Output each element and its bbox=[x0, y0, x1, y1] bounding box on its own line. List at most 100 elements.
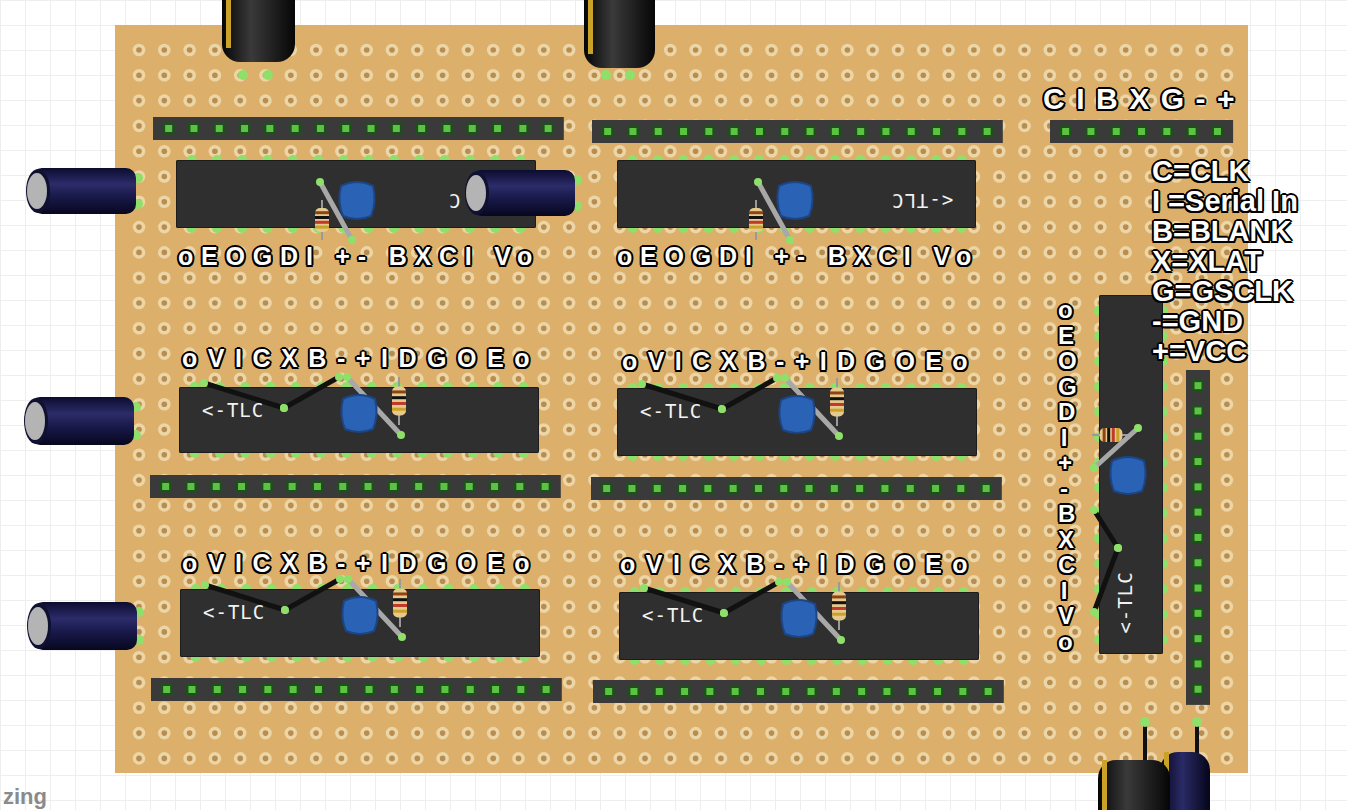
hole bbox=[617, 351, 623, 357]
hole bbox=[819, 528, 825, 534]
hole bbox=[794, 326, 800, 332]
solder-pad bbox=[538, 44, 551, 57]
hole bbox=[389, 376, 395, 382]
solder-pad bbox=[715, 499, 728, 512]
hole bbox=[1022, 376, 1028, 382]
hole bbox=[1098, 199, 1104, 205]
hole bbox=[1022, 148, 1028, 154]
hole bbox=[592, 503, 598, 509]
solder-pad bbox=[487, 524, 500, 537]
solder-pad bbox=[133, 120, 146, 133]
solder-pad bbox=[968, 271, 981, 284]
hole bbox=[516, 326, 522, 332]
hole bbox=[415, 275, 421, 281]
hole bbox=[187, 503, 193, 509]
hole bbox=[1174, 376, 1180, 382]
hole bbox=[794, 579, 800, 585]
solder-pad bbox=[158, 145, 171, 158]
hole bbox=[136, 528, 142, 534]
hole bbox=[617, 579, 623, 585]
hole bbox=[1047, 452, 1053, 458]
solder-pad bbox=[436, 44, 449, 57]
solder-pad bbox=[133, 524, 146, 537]
hole bbox=[996, 275, 1002, 281]
solder-pad bbox=[1119, 170, 1132, 183]
hole bbox=[1123, 174, 1129, 180]
hole bbox=[187, 528, 193, 534]
hole bbox=[668, 300, 674, 306]
solder-pad bbox=[639, 145, 652, 158]
solder-pad bbox=[1170, 398, 1183, 411]
hole bbox=[465, 376, 471, 382]
hole bbox=[566, 73, 572, 79]
hole bbox=[313, 300, 319, 306]
hole bbox=[693, 326, 699, 332]
hole bbox=[566, 477, 572, 483]
solder-pad bbox=[866, 94, 879, 107]
solder-pad bbox=[158, 347, 171, 360]
solder-pad bbox=[512, 94, 525, 107]
hole bbox=[566, 401, 572, 407]
solder-pad bbox=[1018, 373, 1031, 386]
solder-pad bbox=[436, 524, 449, 537]
hole bbox=[617, 275, 623, 281]
solder-pad bbox=[158, 373, 171, 386]
solder-pad bbox=[1018, 44, 1031, 57]
solder-pad bbox=[892, 297, 905, 310]
solder-pad bbox=[133, 69, 146, 82]
hole bbox=[845, 148, 851, 154]
solder-pad bbox=[411, 271, 424, 284]
hole bbox=[1047, 174, 1053, 180]
hole bbox=[162, 427, 168, 433]
solder-pad bbox=[259, 271, 272, 284]
solder-pad bbox=[664, 322, 677, 335]
solder-pad bbox=[360, 271, 373, 284]
solder-pad bbox=[158, 170, 171, 183]
hole bbox=[187, 579, 193, 585]
hole bbox=[617, 300, 623, 306]
hole bbox=[364, 528, 370, 534]
solder-pad bbox=[892, 94, 905, 107]
hole bbox=[237, 148, 243, 154]
solder-pad bbox=[1119, 271, 1132, 284]
hole bbox=[971, 300, 977, 306]
hole bbox=[1174, 579, 1180, 585]
hole bbox=[1047, 199, 1053, 205]
hole bbox=[162, 553, 168, 559]
solder-pad bbox=[689, 373, 702, 386]
hole bbox=[617, 503, 623, 509]
hole bbox=[490, 98, 496, 104]
solder-pad bbox=[1119, 221, 1132, 234]
solder-pad bbox=[866, 271, 879, 284]
solder-pad bbox=[993, 499, 1006, 512]
hole bbox=[971, 376, 977, 382]
solder-pad bbox=[613, 297, 626, 310]
hole bbox=[870, 503, 876, 509]
solder-pad bbox=[689, 499, 702, 512]
hole bbox=[541, 148, 547, 154]
solder-pad bbox=[487, 322, 500, 335]
solder-pad bbox=[841, 297, 854, 310]
hole bbox=[566, 553, 572, 559]
solder-pad bbox=[765, 499, 778, 512]
hole bbox=[1047, 250, 1053, 256]
hole bbox=[136, 376, 142, 382]
solder-pad bbox=[892, 69, 905, 82]
solder-pad bbox=[538, 449, 551, 462]
hole bbox=[1098, 47, 1104, 53]
solder-pad bbox=[866, 145, 879, 158]
hole bbox=[996, 452, 1002, 458]
solder-pad bbox=[765, 69, 778, 82]
solder-pad bbox=[1018, 474, 1031, 487]
solder-pad bbox=[917, 271, 930, 284]
hole bbox=[845, 579, 851, 585]
solder-pad bbox=[1221, 550, 1234, 563]
hole bbox=[389, 326, 395, 332]
solder-pad bbox=[563, 373, 576, 386]
solder-pad bbox=[462, 322, 475, 335]
solder-pad bbox=[740, 271, 753, 284]
hole bbox=[288, 73, 294, 79]
hole bbox=[971, 148, 977, 154]
solder-pad bbox=[942, 524, 955, 537]
solder-pad bbox=[1044, 221, 1057, 234]
